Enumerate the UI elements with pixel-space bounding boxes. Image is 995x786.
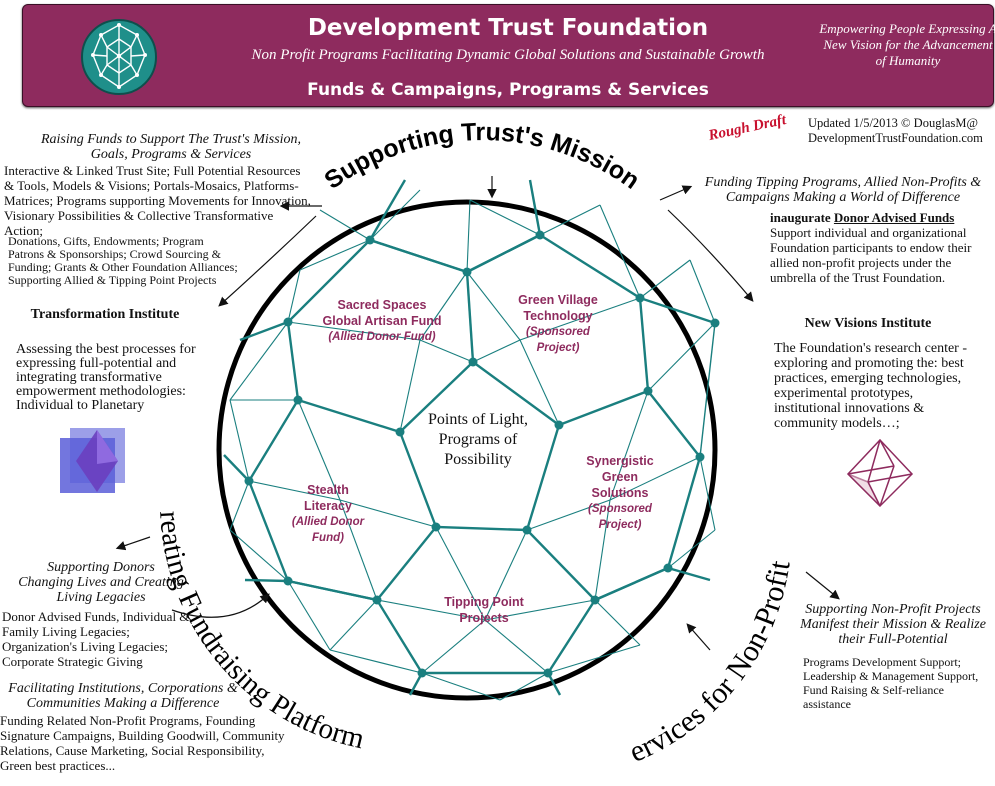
facilitating-body: Funding Related Non-Profit Programs, Fou… (0, 713, 285, 773)
cell-green-village[interactable]: Green Village Technology (Sponsored Proj… (508, 292, 608, 356)
daf-link[interactable]: Donor Advised Funds (833, 210, 955, 225)
site-link[interactable]: DevelopmentTrustFoundation.com (808, 131, 983, 145)
cell-title: Synergistic Green Solutions (586, 454, 654, 500)
support-np-body: Programs Development Support; Leadership… (803, 655, 979, 711)
raising-funds-body: Interactive & Linked Trust Site; Full Po… (4, 163, 311, 238)
cell-tipping-point[interactable]: Tipping Point Projects (430, 594, 538, 626)
daf-prefix: inaugurate (770, 210, 831, 225)
cell-subtitle: (Allied Donor Fund) (328, 331, 436, 343)
header-subtitle: Non Profit Programs Facilitating Dynamic… (251, 47, 765, 63)
arrows (115, 176, 840, 651)
header-banner: Development Trust Foundation Non Profit … (22, 4, 995, 107)
updated-note: Updated 1/5/2013 © DouglasM@ Development… (808, 116, 983, 146)
updated-date: Updated 1/5/2013 © DouglasM@ (808, 116, 978, 130)
cell-subtitle: (Sponsored Project) (526, 326, 590, 354)
header-tagline: Funds & Campaigns, Programs & Services (307, 80, 709, 100)
new-visions-title: New Visions Institute (804, 316, 932, 331)
center-label: Points of Light, Programs of Possibility (428, 411, 529, 468)
cell-title: Green Village Technology (518, 293, 598, 323)
cell-title: Sacred Spaces Global Artisan Fund (322, 298, 442, 328)
raising-funds-title: Raising Funds to Support The Trust's Mis… (40, 132, 302, 162)
cell-title: Stealth Literacy (304, 483, 352, 513)
cube-icon (60, 428, 125, 493)
daf-body: Support individual and organizational Fo… (770, 225, 972, 285)
daf-block: inaugurate Donor Advised Funds Support i… (770, 210, 988, 285)
supporting-donors-title: Supporting Donors Changing Lives and Cre… (18, 560, 184, 605)
cell-sacred-spaces[interactable]: Sacred Spaces Global Artisan Fund (Allie… (322, 297, 442, 345)
octahedron-icon (846, 438, 914, 508)
geodesic-globe-logo (81, 19, 157, 95)
dome-outline (216, 199, 718, 701)
cell-title: Tipping Point Projects (444, 595, 524, 625)
support-np-title: Supporting Non-Profit Projects Manifest … (800, 602, 986, 647)
geodesic-lines (223, 179, 716, 701)
funding-tipping-title: Funding Tipping Programs, Allied Non-Pro… (704, 175, 982, 205)
header-motto: Empowering People Expressing A New Visio… (819, 21, 995, 68)
supporting-donors-body: Donor Advised Funds, Individual & Family… (2, 609, 190, 669)
cell-stealth-literacy[interactable]: Stealth Literacy (Allied Donor Fund) (282, 482, 374, 546)
cell-synergistic-green[interactable]: Synergistic Green Solutions (Sponsored P… (572, 453, 668, 533)
raising-funds-list: Donations, Gifts, Endowments; Program Pa… (8, 234, 238, 287)
facilitating-title: Facilitating Institutions, Corporations … (8, 681, 238, 711)
header-title: Development Trust Foundation (307, 15, 709, 41)
dome-nodes (244, 230, 720, 678)
arc-top-label: Supporting Trust's Mission (319, 118, 644, 195)
cell-subtitle: (Allied Donor Fund) (291, 516, 365, 544)
transformation-institute-body: Assessing the best processes for express… (16, 342, 196, 413)
transformation-institute-title: Transformation Institute (30, 307, 180, 322)
new-visions-body: The Foundation's research center - explo… (774, 341, 967, 431)
cell-subtitle: (Sponsored Project) (588, 503, 652, 531)
